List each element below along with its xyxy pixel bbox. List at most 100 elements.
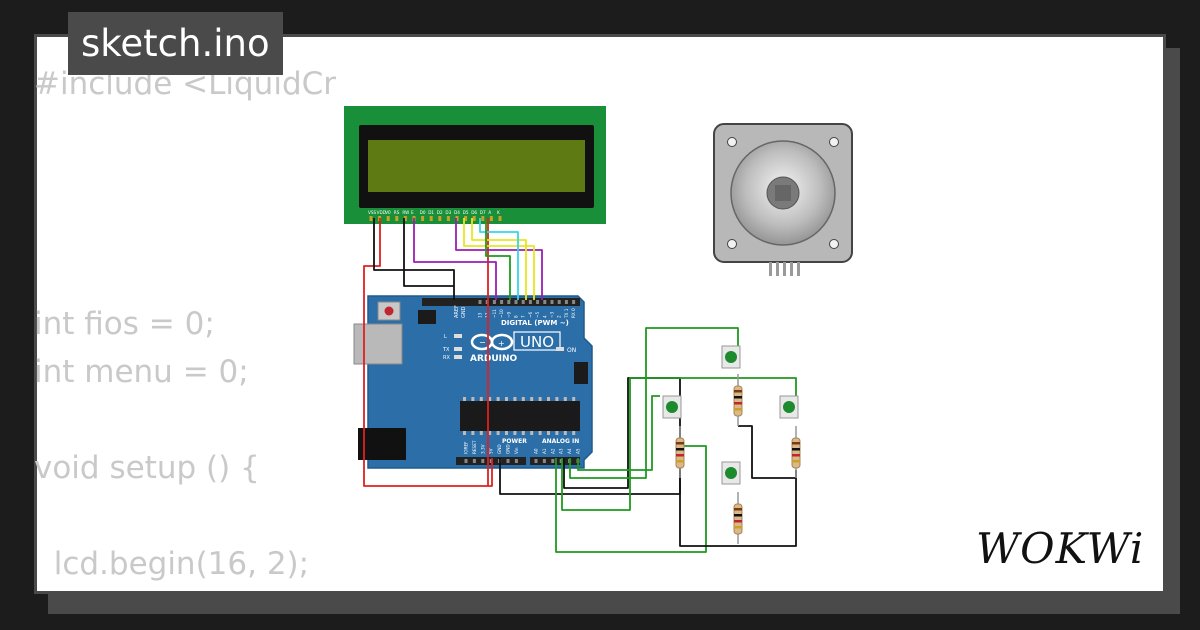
code-line: void setup () {: [34, 450, 260, 486]
resistor: [675, 426, 685, 478]
sketch-title-tab[interactable]: sketch.ino: [68, 12, 283, 75]
digital-pin-label: ~11: [492, 309, 497, 318]
resistor-band: [734, 526, 742, 529]
digital-pin-label: ~5: [535, 311, 540, 318]
analog-pin: [551, 459, 555, 463]
power-pin-label: GND: [506, 444, 511, 454]
chip-leg: [496, 431, 500, 435]
resistor-band: [792, 460, 800, 463]
led-l: [454, 334, 462, 338]
pushbutton-right[interactable]: [779, 395, 799, 419]
resistor-band: [734, 408, 742, 411]
digital-pin-label: 2: [557, 315, 562, 318]
analog-pin-label: A1: [542, 448, 547, 454]
lcd-pin: [455, 216, 459, 221]
analog-header: [530, 457, 580, 465]
led-on: [556, 347, 564, 351]
chip-leg: [555, 431, 559, 435]
wire-green-btn1: [569, 327, 739, 479]
power-pin: [464, 459, 468, 463]
chip-leg: [572, 397, 576, 401]
analog-pin-label: A3: [559, 448, 564, 454]
wires: [363, 218, 797, 553]
analog-pin-label: A4: [567, 448, 572, 454]
chip-leg: [479, 397, 483, 401]
lcd-pin-label: V0: [385, 210, 391, 215]
digital-pin: [557, 300, 561, 304]
lcd-pin-label: VDD: [377, 210, 386, 215]
resistors: [675, 374, 801, 544]
lcd-pin-label: D5: [463, 210, 469, 215]
power-pin-label: Vin: [514, 447, 519, 454]
digital-pin: [543, 300, 547, 304]
motor-screw-hole: [829, 137, 839, 147]
chip-leg: [555, 397, 559, 401]
stepper-motor[interactable]: [713, 123, 853, 276]
motor-pin: [797, 262, 800, 276]
chip-leg: [463, 397, 466, 401]
motor-screw-hole: [829, 239, 839, 249]
chip-leg: [572, 431, 576, 435]
wire-black-res1: [738, 425, 797, 479]
lcd-pin: [481, 216, 485, 221]
digital-label: DIGITAL (PWM ~): [501, 319, 569, 327]
power-pin-label: RESET: [472, 440, 477, 454]
digital-pin-label: ~10: [499, 309, 504, 318]
digital-pin: [550, 300, 554, 304]
digital-pin-label: 8: [514, 315, 519, 318]
lcd-pin: [386, 216, 390, 221]
power-pin-label: IOREF: [464, 441, 469, 454]
chip-leg: [530, 397, 534, 401]
lcd-pin-label: D2: [437, 210, 443, 215]
power-pin-label: 5V: [489, 448, 494, 454]
chip-leg: [496, 397, 500, 401]
chip-leg: [488, 397, 492, 401]
wire-yellow-d5: [463, 218, 535, 300]
wire-green-btn2: [561, 377, 797, 511]
aref-label: AREF: [454, 305, 460, 318]
digital-pin-label: TX 1: [564, 308, 569, 319]
power-pin: [506, 459, 510, 463]
lcd-pin: [403, 216, 407, 221]
resistor: [733, 492, 743, 544]
lcd-pin-label: D0: [420, 210, 426, 215]
analog-pin-label: A5: [576, 448, 581, 454]
chip-leg: [471, 431, 475, 435]
resistor: [791, 426, 801, 478]
digital-pin-label: ~9: [506, 311, 511, 318]
lcd-pin-label: D6: [471, 210, 477, 215]
wokwi-logo: WOKWi: [976, 524, 1145, 573]
code-preview: #include <LiquidCr int fios = 0; int men…: [34, 60, 336, 588]
digital-pin-label: 7: [521, 315, 526, 318]
lcd-pin: [464, 216, 468, 221]
digital-pin: [528, 300, 532, 304]
power-jack: [358, 428, 406, 460]
lcd-pin: [498, 216, 502, 221]
wire-purple-e: [413, 218, 497, 300]
chip-leg: [463, 431, 466, 435]
chip-leg: [479, 431, 483, 435]
pushbutton-left[interactable]: [662, 395, 682, 419]
digital-pin: [572, 300, 576, 304]
digital-pin: [514, 300, 518, 304]
led-tx-label: TX: [442, 347, 450, 353]
power-pin: [514, 459, 518, 463]
wire-black-gnd: [373, 218, 455, 300]
pushbutton-top[interactable]: [721, 345, 741, 369]
power-pin: [472, 459, 476, 463]
power-pin-label: 3.3V: [480, 444, 485, 454]
lcd-pin-label: D3: [445, 210, 451, 215]
wire-red-5v: [363, 218, 493, 487]
chip-leg: [547, 397, 550, 401]
digital-pin: [492, 300, 496, 304]
pushbutton-bottom[interactable]: [721, 461, 741, 485]
lcd-pin: [395, 216, 399, 221]
digital-pin-label: 13: [478, 312, 483, 318]
lcd-pin: [472, 216, 476, 221]
lcd-pin-label: RW: [402, 210, 409, 215]
digital-pin: [536, 300, 540, 304]
usb-connector: [353, 323, 403, 365]
